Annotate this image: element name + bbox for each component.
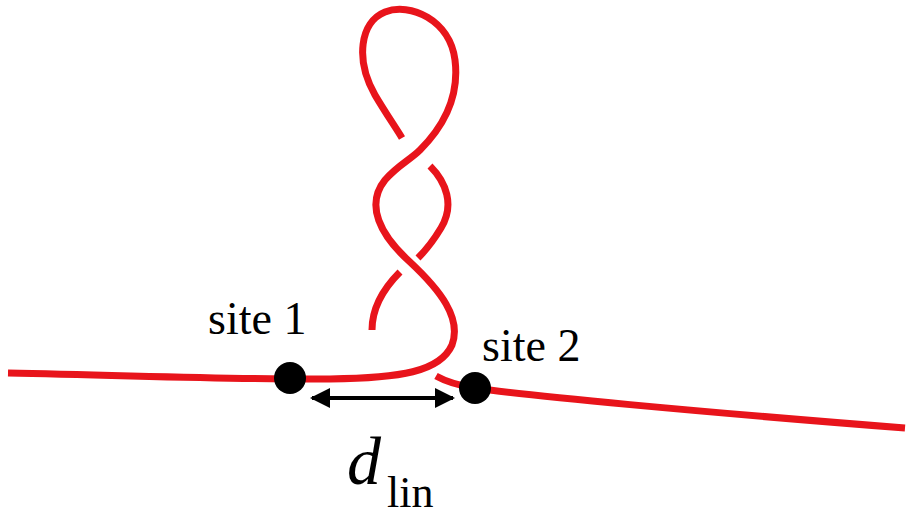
site-label: site 2 <box>482 323 580 369</box>
strand-segment <box>418 166 448 258</box>
strand-end <box>372 272 400 330</box>
site-dot <box>274 362 306 394</box>
distance-symbol: d <box>347 427 381 495</box>
dna-strand <box>8 9 905 428</box>
strand-over <box>8 9 456 379</box>
site-dot <box>459 372 491 404</box>
site-label: site 1 <box>208 296 306 342</box>
distance-arrow <box>312 396 453 400</box>
distance-subscript: lin <box>387 471 433 515</box>
strand-right <box>436 376 905 428</box>
